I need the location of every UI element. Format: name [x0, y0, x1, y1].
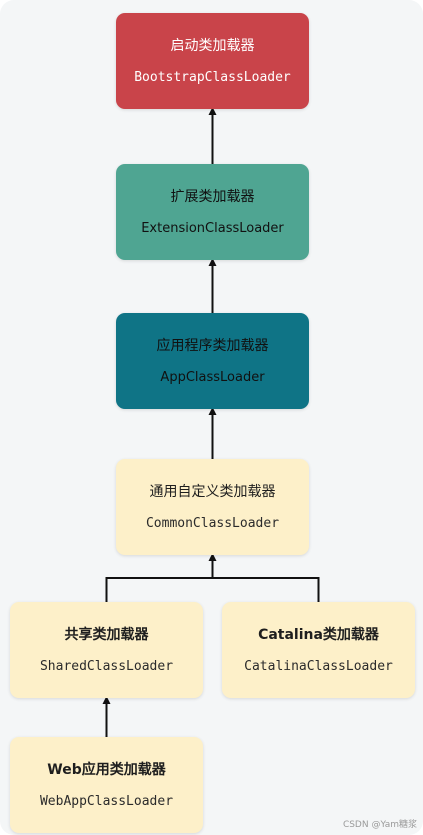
node-name: SharedClassLoader — [39, 658, 174, 674]
node-name: WebAppClassLoader — [39, 793, 174, 809]
webapp-classloader-node: Web应用类加载器 WebAppClassLoader — [10, 737, 203, 833]
node-title: 共享类加载器 — [64, 626, 149, 643]
node-title: Web应用类加载器 — [47, 761, 166, 778]
extension-classloader-node: 扩展类加载器 ExtensionClassLoader — [116, 164, 309, 260]
node-title: 启动类加载器 — [170, 37, 255, 54]
bootstrap-classloader-node: 启动类加载器 BootstrapClassLoader — [116, 13, 309, 109]
node-name: BootstrapClassLoader — [134, 69, 291, 85]
edge-shared-catalina-to-common — [105, 577, 320, 602]
node-title: 通用自定义类加载器 — [149, 483, 276, 500]
node-title: Catalina类加载器 — [258, 626, 379, 643]
catalina-classloader-node: Catalina类加载器 CatalinaClassLoader — [222, 602, 415, 698]
node-title: 应用程序类加载器 — [156, 337, 269, 354]
node-name: CatalinaClassLoader — [244, 658, 393, 674]
node-name: ExtensionClassLoader — [141, 220, 284, 236]
app-classloader-node: 应用程序类加载器 AppClassLoader — [116, 313, 309, 409]
node-name: AppClassLoader — [160, 369, 265, 385]
common-classloader-node: 通用自定义类加载器 CommonClassLoader — [116, 459, 309, 555]
watermark-text: CSDN @Yam糖浆 — [342, 820, 417, 830]
node-name: CommonClassLoader — [145, 515, 280, 531]
node-title: 扩展类加载器 — [170, 188, 255, 205]
shared-classloader-node: 共享类加载器 SharedClassLoader — [10, 602, 203, 698]
